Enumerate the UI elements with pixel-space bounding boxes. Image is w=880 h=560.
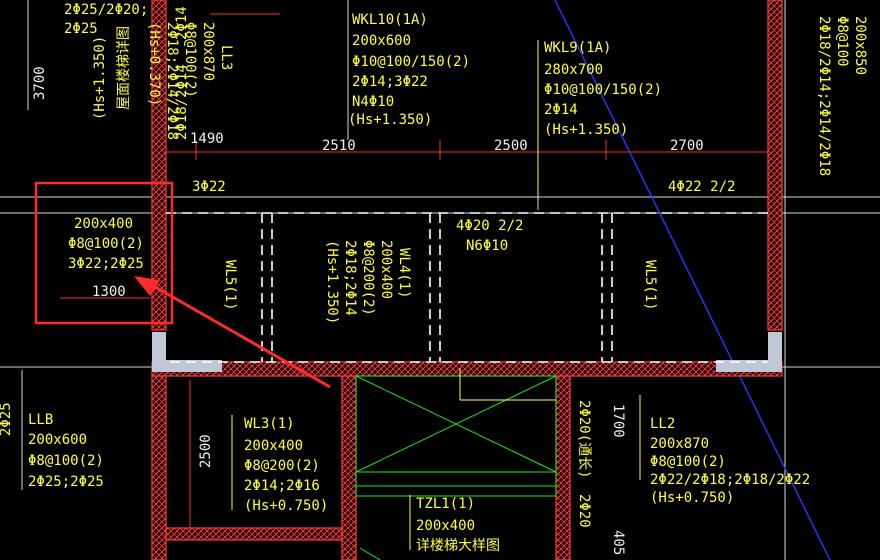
label-vert-col2: 2Φ18/2Φ14	[174, 64, 190, 140]
leader-lines	[231, 40, 641, 550]
wl4-elev: (Hs+1.350)	[324, 240, 340, 324]
stair-lines	[355, 375, 557, 560]
wkl9-name: WKL9(1A)	[544, 40, 611, 56]
dashed-beams	[166, 212, 768, 363]
tzl1-size: 200x400	[416, 518, 475, 534]
box-size: 200x400	[74, 216, 133, 232]
ll2-stirrup: Φ8@100(2)	[650, 454, 726, 470]
walls	[151, 0, 783, 560]
wl5-left: WL5(1)	[222, 260, 238, 311]
wkl9-size: 280x700	[544, 62, 603, 78]
dim-1490: 1490	[190, 131, 224, 147]
ll2-size: 200x870	[650, 436, 709, 452]
label-top-left-1: 2Φ25/2Φ20;	[64, 2, 148, 18]
ll2-elev: (Hs+0.750)	[650, 490, 734, 506]
mid-bars: 4Φ20 2/2	[456, 218, 523, 234]
tzl1-name: TZL1(1)	[416, 496, 475, 512]
dim-2700: 2700	[670, 138, 704, 154]
dim-2510: 2510	[322, 138, 356, 154]
llb-stirrup: Φ8@100(2)	[28, 453, 104, 469]
dim-1700: 1700	[610, 404, 626, 438]
label-vert-dim-3700: 3700	[32, 66, 48, 100]
vert-2phi20-a: 2Φ20(通长)	[576, 400, 592, 479]
ll3-bars: 2Φ18;2Φ14/2Φ18	[164, 22, 180, 140]
ll3-stirrup: Φ8@100(2)	[182, 22, 198, 98]
wl3-bars: 2Φ14;2Φ16	[244, 478, 320, 494]
wl3-name: WL3(1)	[244, 416, 295, 432]
label-vert-col1: 2Φ14	[174, 6, 190, 40]
dim-2500-top: 2500	[494, 138, 528, 154]
right-size: 200x850	[852, 16, 868, 75]
ll2-name: LL2	[650, 416, 675, 432]
wl3-size: 200x400	[244, 438, 303, 454]
wkl9-bars: 2Φ14	[544, 102, 578, 118]
wkl10-n: N4Φ10	[352, 94, 394, 110]
wkl10-size: 200x600	[352, 33, 411, 49]
wl4-bars: 2Φ18;2Φ14	[342, 240, 358, 316]
box-stirrup: Φ8@100(2)	[68, 236, 144, 252]
label-vert-stair-title: 屋面楼梯详图	[116, 26, 132, 110]
ll3-elev: (Hs+0.370)	[146, 22, 162, 106]
bar-3phi22: 3Φ22	[192, 179, 226, 195]
text-labels: 2Φ25/2Φ20; 2Φ25 3700 (Hs+1.350) 屋面楼梯详图 2…	[0, 2, 868, 555]
mid-n: N6Φ10	[466, 238, 508, 254]
wkl10-elev: (Hs+1.350)	[348, 112, 432, 128]
wkl9-stirrup: Φ10@100/150(2)	[544, 82, 662, 98]
annotation-arrow-head	[134, 276, 160, 296]
wl4-name: WL4(1)	[396, 248, 412, 299]
right-stirrup: Φ8@100	[834, 16, 850, 67]
ll2-bars: 2Φ22/2Φ18;2Φ18/2Φ22	[650, 472, 810, 488]
wl4-stirrup: Φ8@200(2)	[360, 240, 376, 316]
wkl9-elev: (Hs+1.350)	[544, 122, 628, 138]
llb-size: 200x600	[28, 432, 87, 448]
wl3-elev: (Hs+0.750)	[244, 498, 328, 514]
wl4-size: 200x400	[378, 240, 394, 299]
ll3-name: LL3	[218, 45, 234, 70]
wl5-right: WL5(1)	[642, 260, 658, 311]
vert-2phi20-b: 2Φ20	[576, 494, 592, 528]
ll3-size: 200x870	[200, 22, 216, 81]
annotation-arrow-shaft	[149, 282, 331, 389]
wkl10-stirrup: Φ10@100/150(2)	[352, 54, 470, 70]
llb-name: LLB	[28, 412, 53, 428]
wl3-stirrup: Φ8@200(2)	[244, 458, 320, 474]
right-bars: 2Φ18/2Φ14;2Φ14/2Φ18	[816, 16, 832, 176]
label-top-left-2: 2Φ25	[64, 21, 98, 37]
blue-reference-line	[554, 0, 831, 560]
dim-2500-low: 2500	[198, 434, 214, 468]
llb-bars: 2Φ25;2Φ25	[28, 474, 104, 490]
highlight-box	[34, 181, 174, 325]
label-vert-elev: (Hs+1.350)	[92, 36, 108, 120]
box-dim-1300: 1300	[92, 284, 126, 300]
bar-4phi22: 4Φ22 2/2	[668, 179, 735, 195]
dim-405: 405	[610, 530, 626, 555]
llb-left-bar: 2Φ25	[0, 402, 14, 436]
wkl10-bars: 2Φ14;3Φ22	[352, 74, 428, 90]
wkl10-name: WKL10(1A)	[352, 12, 428, 28]
tzl1-note: 详楼梯大样图	[416, 538, 500, 554]
box-bars: 3Φ22;2Φ25	[68, 256, 144, 272]
